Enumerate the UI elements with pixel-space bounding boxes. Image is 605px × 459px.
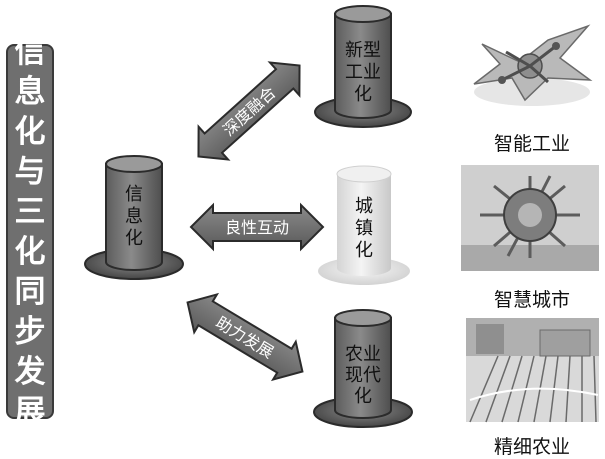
panel-caption-city: 智慧城市 [493,289,570,311]
photo-smart-city [461,165,599,271]
title-char: 三 [14,193,46,230]
title-char: 化 [14,113,46,150]
title-char: 信 [14,33,46,70]
hat-industry-line: 化 [354,84,372,105]
arrow-middle-label: 良性互动 [225,218,289,237]
arrow-top: 深度融合 [197,61,301,161]
hat-agri-line: 现代 [345,365,381,386]
title-char: 同 [14,273,46,310]
hat-info: 信 息 化 [84,155,184,280]
title-char: 发 [14,353,46,390]
hat-industry-line: 新型 [345,40,381,61]
arrow-bottom: 助力发展 [186,292,304,382]
title-char: 息 [14,73,46,110]
arrow-middle: 良性互动 [189,202,325,252]
hat-industry-line: 工业 [345,62,381,83]
panel-caption-industry: 智能工业 [493,133,570,155]
panel-caption-agri: 精细农业 [493,436,570,458]
main-title-box: 信 息 化 与 三 化 同 步 发 展 [6,34,54,430]
hat-urban: 城 镇 化 [318,165,410,285]
hat-urban-line: 城 [355,196,373,217]
photo-smart-industry [466,14,597,120]
title-char: 化 [14,233,46,270]
hat-urban-line: 镇 [355,218,373,239]
title-char: 与 [14,153,46,190]
hat-agri: 农业 现代 化 [313,309,413,428]
hat-info-line: 化 [125,228,143,249]
hat-urban-line: 化 [355,240,373,261]
hat-agri-line: 农业 [345,344,381,365]
title-char: 步 [14,313,46,350]
title-char: 展 [14,393,46,430]
hat-info-line: 信 [125,184,143,205]
hat-industry: 新型 工业 化 [314,5,412,128]
hat-agri-line: 化 [354,386,372,407]
hat-info-line: 息 [125,206,143,227]
photo-precision-agri [466,318,599,423]
